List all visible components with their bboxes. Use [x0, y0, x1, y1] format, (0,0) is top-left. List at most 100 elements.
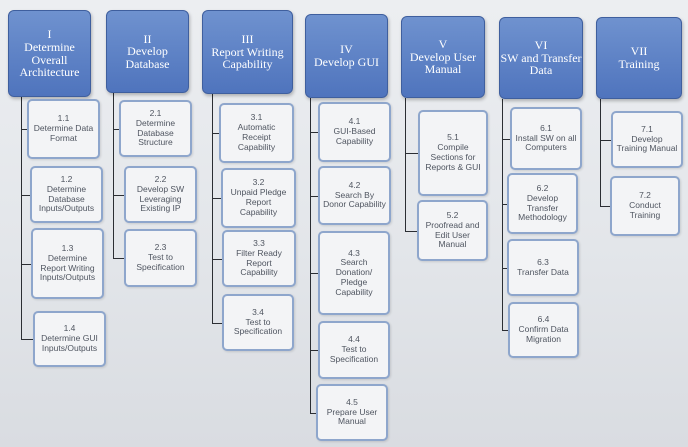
task-number: 5.1 [447, 132, 459, 143]
connector-line [502, 267, 507, 269]
task-number: 4.3 [348, 247, 360, 258]
phase-number: IV [340, 42, 353, 57]
connector-line [600, 99, 601, 206]
task-label: Compile Sections for Reports & GUI [425, 142, 481, 172]
task-number: 7.2 [639, 190, 651, 201]
task-number: 1.2 [60, 173, 73, 184]
task-label: Develop Transfer Methodology [518, 192, 567, 223]
task-number: 2.2 [154, 173, 167, 184]
connector-line [502, 330, 508, 331]
connector-line [310, 132, 318, 133]
task-label: Prepare User Manual [326, 406, 378, 427]
connector-line [405, 153, 418, 154]
connector-line [113, 128, 119, 130]
phase-number: V [438, 37, 448, 52]
task-number: 2.3 [154, 242, 167, 253]
task-label: Install SW on all Computers [515, 132, 577, 153]
task-label: Determine Data Format [33, 123, 94, 143]
task-number: 6.1 [540, 122, 552, 133]
connector-line [212, 258, 222, 260]
task-label: Unpaid Pledge Report Capability [230, 187, 287, 217]
task-label: Search Donation/ Pledge Capability [335, 257, 373, 297]
connector-line [113, 93, 114, 258]
phase-title: Develop User Manual [409, 49, 477, 77]
task-label: Determine Report Writing Inputs/Outputs [39, 252, 96, 283]
connector-line [21, 263, 31, 265]
task-number: 3.4 [252, 306, 264, 317]
task-label: Conduct Training [629, 200, 661, 220]
task-number: 1.3 [61, 242, 74, 253]
task-label: Automatic Receipt Capability [237, 122, 276, 152]
task-label: Test to Specification [136, 252, 185, 272]
phase-title: Develop Database [125, 44, 170, 71]
task-number: 3.1 [250, 112, 263, 123]
task-number: 1.4 [63, 323, 76, 334]
task-label: Search By Donor Capability [323, 189, 386, 210]
task-number: 4.5 [346, 396, 358, 407]
task-label: Determine Database Inputs/Outputs [38, 183, 95, 214]
phase-number: II [143, 31, 152, 46]
task-number: 4.4 [348, 334, 360, 345]
task-number: 3.3 [253, 237, 265, 248]
task-number: 3.2 [252, 177, 265, 188]
task-number: 5.2 [446, 209, 459, 220]
connector-line [21, 97, 22, 339]
task-label: Test to Specification [329, 344, 379, 364]
connector-line [212, 198, 221, 199]
connector-line [502, 99, 503, 330]
task-label: Develop SW Leveraging Existing IP [136, 183, 185, 214]
connector-line [113, 194, 124, 196]
task-label: Proofread and Edit User Manual [425, 219, 480, 250]
phase-number: III [241, 32, 254, 47]
task-label: GUI-Based Capability [333, 126, 376, 146]
task-label: Test to Specification [233, 316, 283, 337]
task-label: Transfer Data [517, 266, 569, 277]
phase-title: Determine Overall Architecture [19, 39, 80, 80]
connector-line [212, 94, 213, 323]
task-number: 6.3 [537, 256, 549, 267]
connector-line [21, 129, 27, 130]
task-number: 1.1 [57, 113, 70, 124]
task-number: 4.1 [348, 116, 361, 127]
connector-line [21, 194, 30, 196]
connector-line [310, 350, 318, 351]
connector-line [310, 273, 318, 274]
task-number: 7.1 [641, 123, 653, 134]
task-label: Confirm Data Migration [518, 324, 569, 344]
task-label: Determine Database Structure [135, 117, 176, 148]
phase-title: Report Writing Capability [211, 44, 284, 72]
connector-line [600, 206, 610, 207]
